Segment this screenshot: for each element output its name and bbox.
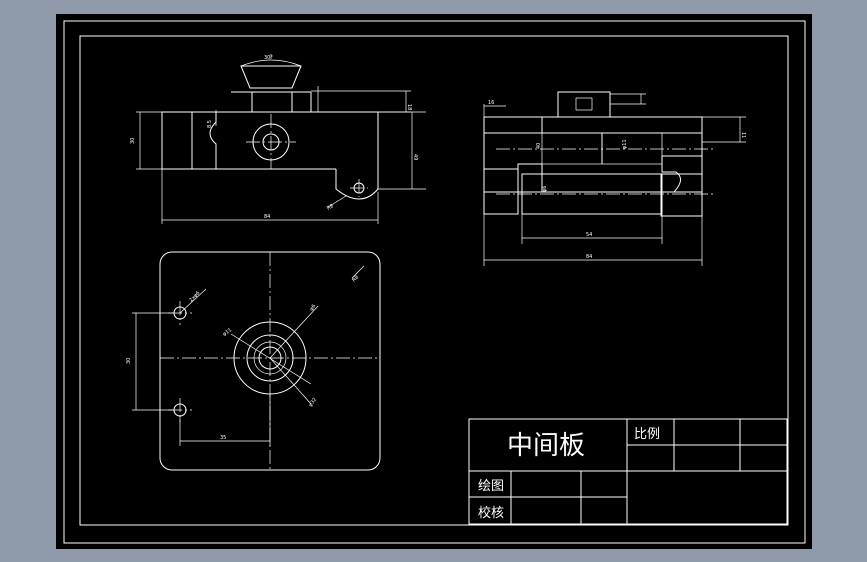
title-block: 中间板 比例 绘图 校核	[468, 418, 788, 525]
svg-text:R8: R8	[326, 203, 335, 212]
svg-text:35: 35	[220, 435, 226, 441]
front-view: 30° 18 R8 49	[130, 54, 426, 224]
drawn-label: 绘图	[478, 479, 504, 494]
svg-text:16: 16	[488, 100, 494, 106]
drawing-sheet: 30° 18 R8 49	[56, 14, 812, 549]
svg-text:84: 84	[264, 214, 270, 220]
svg-text:2xφ6: 2xφ6	[188, 290, 201, 303]
part-name: 中间板	[507, 431, 585, 461]
svg-text:R8: R8	[351, 274, 360, 283]
svg-text:49: 49	[412, 154, 418, 160]
checked-label: 校核	[478, 505, 504, 521]
svg-text:40: 40	[536, 143, 542, 149]
svg-text:30: 30	[126, 358, 132, 364]
svg-text:8.5: 8.5	[207, 120, 213, 128]
svg-text:54: 54	[586, 232, 592, 238]
svg-text:φ11: φ11	[222, 327, 233, 337]
svg-text:φ32: φ32	[308, 397, 318, 408]
side-view: 16 11 54 84 40 φ11 φ6	[483, 91, 746, 266]
svg-text:18: 18	[406, 104, 412, 110]
svg-text:φ11: φ11	[622, 139, 628, 149]
svg-text:φ6: φ6	[309, 303, 318, 312]
svg-text:φ6: φ6	[542, 186, 548, 192]
svg-text:11: 11	[740, 132, 746, 138]
scale-label: 比例	[634, 427, 660, 442]
inner-border	[79, 35, 789, 526]
svg-text:84: 84	[586, 254, 592, 260]
angle-dimension: 30°	[264, 55, 273, 61]
plan-view: φ11 φ32 φ6 2xφ6 30 35 R8	[126, 251, 381, 471]
technical-drawing: 30° 18 R8 49	[63, 20, 806, 544]
outer-frame	[63, 20, 806, 544]
svg-text:30: 30	[130, 138, 136, 144]
